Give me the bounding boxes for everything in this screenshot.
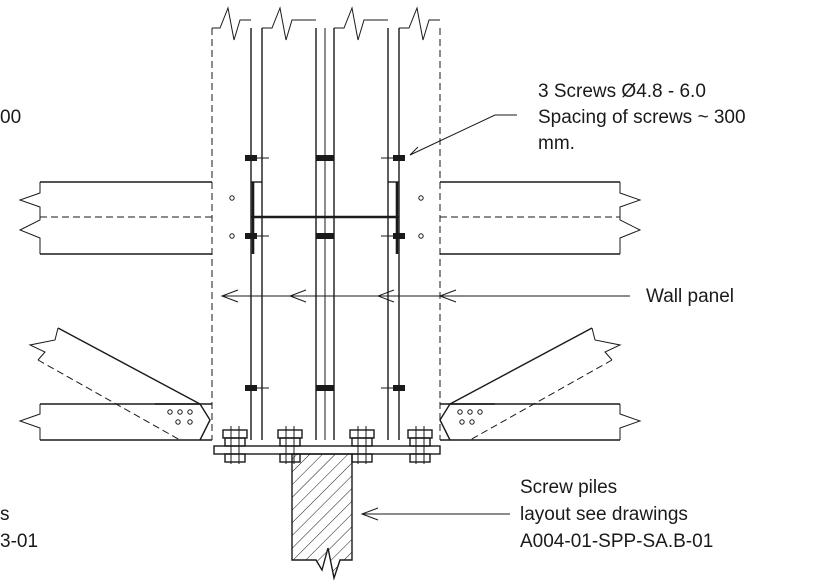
top-break-lines (212, 6, 440, 41)
piles-label-line1: Screw piles (520, 477, 618, 498)
screws-label-line1: 3 Screws Ø4.8 - 6.0 (538, 81, 706, 102)
left-partial-label-top: 00 (0, 107, 22, 128)
screws-label-line2: Spacing of screws ~ 300 (538, 107, 746, 128)
left-partial-label-bottom1: s (0, 504, 10, 525)
wall-panel-label: Wall panel (646, 286, 735, 307)
piles-label-line3: A004-01-SPP-SA.B-01 (520, 531, 714, 552)
piles-label-line2: layout see drawings (520, 504, 688, 525)
horizontal-beams (18, 181, 642, 255)
bottom-beams (18, 327, 642, 441)
leader-lines (220, 114, 630, 521)
screw-fasteners (245, 155, 405, 391)
screw-pile (291, 453, 353, 581)
left-partial-label-bottom2: 3-01 (0, 531, 39, 552)
screws-label-line3: mm. (538, 133, 575, 154)
